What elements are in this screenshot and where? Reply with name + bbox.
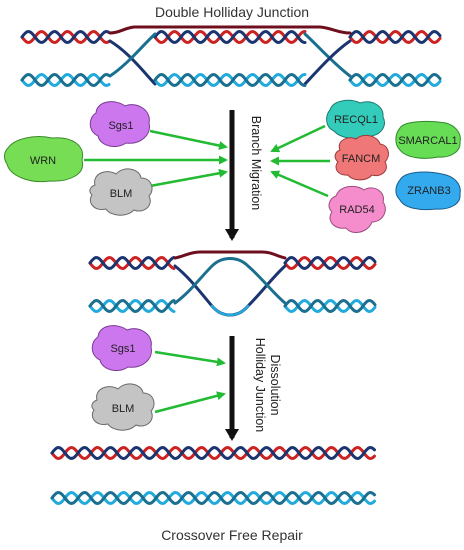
- dissolved-dna-duplexes: [50, 445, 376, 506]
- dhj-top-left-strand-a: [20, 29, 111, 45]
- dhj-bottom-right-strand-a: [348, 72, 442, 88]
- branch-migrated-junction-dna: [88, 250, 377, 317]
- dhj-cross-left-b: [108, 32, 157, 78]
- branch-migration-label: Branch Migration: [249, 116, 263, 211]
- wrn-protein: WRN: [4, 136, 84, 183]
- smarcal1-label: SMARCAL1: [398, 135, 457, 147]
- blm-top-shape: [89, 168, 153, 216]
- product-cyan-strand-b: [50, 490, 376, 506]
- bm-top-right-strand-b: [283, 255, 377, 271]
- recql1-arrow: [270, 124, 326, 153]
- rad54-protein: RAD54: [328, 185, 386, 234]
- blm-bottom-label: BLM: [112, 403, 135, 415]
- dhj-bottom-right-strand-b: [348, 72, 442, 88]
- dhj-top-right-strand-b: [348, 29, 442, 45]
- sgs1-bottom-label: Sgs1: [110, 343, 135, 355]
- bm-top-left-strand-b: [88, 255, 176, 271]
- zranb3-shape: [395, 171, 461, 211]
- dhj-cross-right-a: [303, 32, 352, 78]
- dhj-top-right-strand-a: [348, 29, 442, 45]
- dissolution-label-line2: Dissolution: [268, 354, 282, 415]
- zranb3-protein: ZRANB3: [395, 171, 461, 211]
- dhj-bottom-middle-strand-b: [153, 72, 307, 88]
- bm-cyan-bubble: [210, 304, 250, 317]
- rad54-arrow: [270, 170, 329, 198]
- blm-top-arrow: [149, 168, 228, 188]
- sgs1-top-shape: [89, 101, 150, 147]
- blm-bottom-shape: [91, 383, 155, 431]
- recql1-label: RECQL1: [334, 114, 378, 126]
- sgs1-bottom-protein: Sgs1: [91, 325, 152, 371]
- diagram-footer: Crossover Free Repair: [161, 527, 303, 543]
- bm-top-right-strand-a: [283, 255, 377, 271]
- blm-top-label: BLM: [110, 188, 133, 200]
- dhj-cross-left-a: [108, 39, 157, 86]
- bm-cross-a: [173, 264, 287, 317]
- product-cyan-strand-a: [50, 490, 376, 506]
- dissolution-label-line1: Holliday Junction: [253, 338, 267, 433]
- dhj-top-middle-strand-a: [153, 29, 307, 45]
- smarcal1-shape: [395, 120, 461, 159]
- dhj-bottom-left-strand-a: [20, 72, 111, 88]
- dhj-bottom-middle-strand-a: [153, 72, 307, 88]
- double-holliday-junction-dna: [20, 25, 442, 88]
- product-red-strand-b: [50, 445, 376, 461]
- bm-top-left-strand-a: [88, 255, 176, 271]
- dhj-cross-right-b: [303, 39, 352, 86]
- dhj-top-middle-strand-b: [153, 29, 307, 45]
- sgs1-top-protein: Sgs1: [89, 101, 150, 147]
- recql1-shape: [326, 99, 385, 139]
- bm-cross-b: [173, 257, 287, 305]
- bm-bottom-left-strand-a: [88, 298, 176, 314]
- bm-bottom-left-strand-b: [88, 298, 176, 314]
- bm-top-loop-strand: [173, 250, 287, 260]
- diagram-title: Double Holliday Junction: [155, 4, 309, 20]
- smarcal1-protein: SMARCAL1: [395, 120, 461, 159]
- dhj-bottom-left-strand-b: [20, 72, 111, 88]
- dhj-top-loop-strand: [108, 25, 352, 35]
- fancm-label: FANCM: [342, 153, 381, 165]
- rad54-label: RAD54: [339, 204, 374, 216]
- sgs1-bottom-arrow: [154, 350, 226, 367]
- recql1-protein: RECQL1: [326, 99, 385, 139]
- blm-bottom-protein: BLM: [91, 383, 155, 431]
- bm-bottom-right-strand-b: [283, 298, 377, 314]
- rad54-shape: [328, 185, 386, 234]
- wrn-shape: [4, 136, 84, 183]
- sgs1-top-arrow: [149, 129, 228, 150]
- dhj-top-left-strand-b: [20, 29, 111, 45]
- sgs1-top-label: Sgs1: [108, 120, 133, 132]
- sgs1-bottom-shape: [91, 325, 152, 371]
- product-red-strand-a: [50, 445, 376, 461]
- fancm-protein: FANCM: [334, 134, 389, 181]
- blm-top-protein: BLM: [89, 168, 153, 216]
- fancm-shape: [334, 134, 389, 181]
- blm-bottom-arrow: [154, 391, 226, 414]
- zranb3-label: ZRANB3: [407, 185, 450, 197]
- wrn-label: WRN: [30, 155, 56, 167]
- bm-bottom-right-strand-a: [283, 298, 377, 314]
